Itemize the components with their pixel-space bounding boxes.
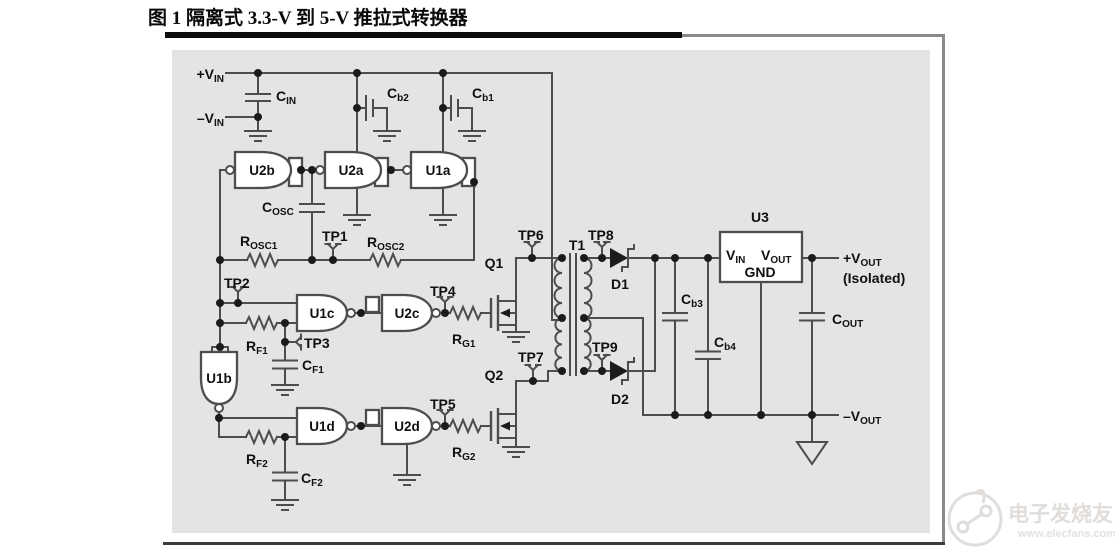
label-rf1: RF1 [246,338,268,357]
label-u3-pin-gnd: GND [744,264,775,280]
label-rf2: RF2 [246,451,268,470]
watermark-url: www.elecfans.com [1017,528,1115,540]
label-isolated: (Isolated) [843,270,905,286]
label-cb4: Cb4 [714,334,736,353]
figure-title: 图 1 隔离式 3.3-V 到 5-V 推拉式转换器 [148,6,469,29]
gate-u2c-tab [364,295,381,314]
label-gate-u1c: U1c [310,306,335,321]
label-tp5: TP5 [430,396,456,412]
label-vin-minus: –VIN [197,110,224,129]
regulator-u3-box [718,230,804,284]
label-gate-u1d: U1d [309,419,335,434]
gate-u2d-tab [364,408,381,427]
label-gate-u2c: U2c [395,306,420,321]
label-tp2: TP2 [224,275,250,291]
label-rg2: RG2 [452,444,476,463]
frame [163,32,945,545]
label-u3-pin-vin: VIN [726,247,745,266]
watermark-brand: 电子发烧友 [1008,502,1113,526]
label-cf2: CF2 [301,470,323,489]
label-rg1: RG1 [452,331,476,350]
label-tp6: TP6 [518,227,544,243]
label-vout-plus: +VOUT [843,250,882,269]
label-cin: CIN [276,88,296,107]
label-u3-pin-vout: VOUT [761,247,791,266]
label-cf1: CF1 [302,357,324,376]
mosfet-q2 [489,408,510,444]
label-rosc2: ROSC2 [367,234,405,253]
resistors [244,251,483,446]
watermark: 电子发烧友 www.elecfans.com [947,489,1115,547]
label-tp8: TP8 [588,227,614,243]
label-q1: Q1 [485,255,504,271]
diode-d2 [610,357,635,385]
gate-u1b-output-bubble [214,403,224,413]
label-tp1: TP1 [322,228,348,244]
mosfet-q1 [489,295,510,331]
label-vin-plus: +VIN [196,66,224,85]
diode-d1 [610,244,635,272]
isolated-ground-triangle [795,441,829,466]
label-gate-u1b: U1b [206,371,232,386]
label-gate-u2d: U2d [394,419,420,434]
label-q2: Q2 [485,367,504,383]
label-tp3: TP3 [304,335,330,351]
logic-gates [199,150,477,446]
gate-u2a [323,150,383,190]
gate-u1a-input-bubble [402,165,412,175]
label-cb1: Cb1 [472,85,494,104]
label-cosc: COSC [262,199,294,218]
label-vout-minus: –VOUT [843,408,881,427]
gate-u2a-input-bubble [315,165,325,175]
label-rosc1: ROSC1 [240,233,278,252]
label-layer: +VIN –VIN CIN Cb2 Cb1 COSC ROSC1 ROSC2 T… [196,66,905,489]
gate-u1d-output-bubble [346,421,356,431]
gate-u1a [409,150,469,190]
label-tp7: TP7 [518,349,544,365]
label-cb2: Cb2 [387,85,409,104]
label-d1: D1 [611,276,629,292]
label-d2: D2 [611,391,629,407]
junction-dots [215,69,816,441]
ground-symbols [244,130,530,511]
label-t1: T1 [569,237,586,253]
testpoint-symbols [229,240,611,424]
label-cb3: Cb3 [681,291,703,310]
gate-u2c-output-bubble [431,308,441,318]
label-gate-u2a: U2a [339,163,364,178]
gate-u1c-output-bubble [346,308,356,318]
gate-u2b-input-bubble [225,165,235,175]
gate-u2d-output-bubble [431,421,441,431]
label-cout: COUT [832,311,863,330]
label-u3: U3 [751,209,769,225]
label-tp9: TP9 [592,339,618,355]
label-tp4: TP4 [430,283,456,299]
capacitor-plates [245,93,825,482]
label-gate-u1a: U1a [426,163,451,178]
gate-u2b [233,150,293,190]
label-gate-u2b: U2b [249,163,275,178]
